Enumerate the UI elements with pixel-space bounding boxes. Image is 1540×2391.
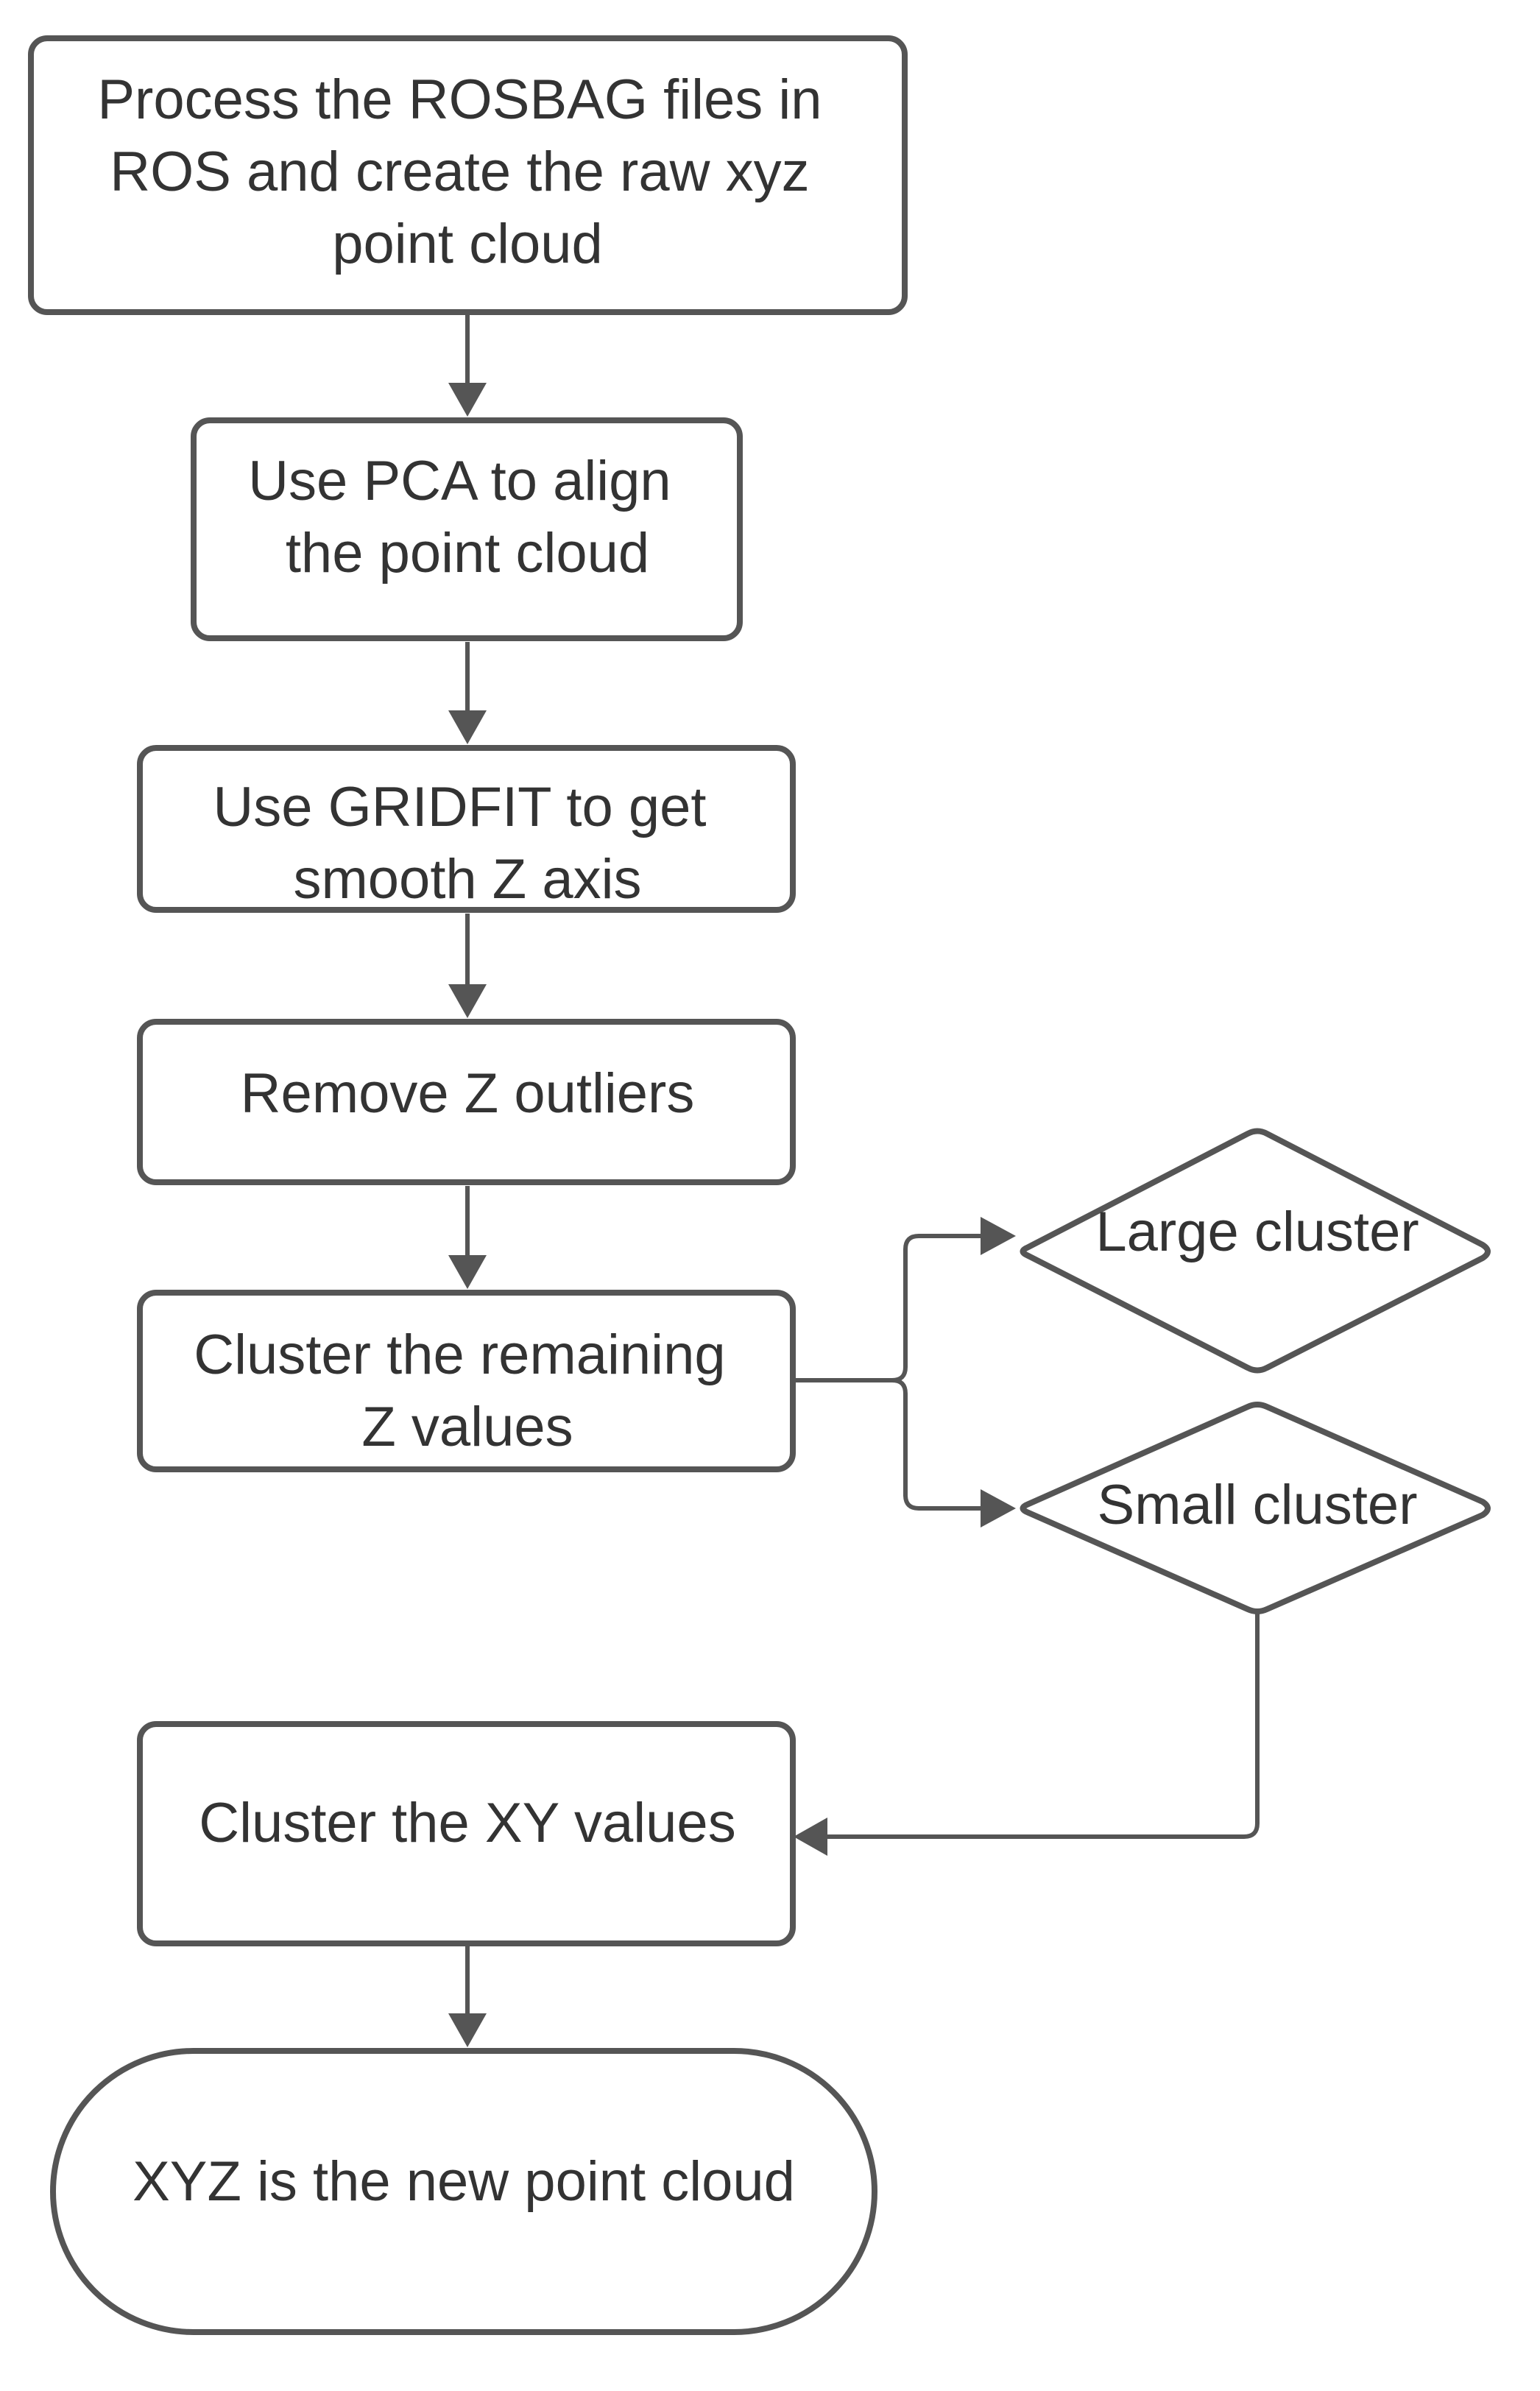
node-remove-outliers: Remove Z outliers <box>137 1019 796 1185</box>
node-cluster-z-box <box>137 1290 796 1472</box>
edge-cluster-z-to-small <box>891 1378 997 1511</box>
node-gridfit-box <box>137 745 796 913</box>
node-new-point-cloud: XYZ is the new point cloud <box>50 2048 877 2335</box>
node-cluster-xy-box <box>137 1721 796 1946</box>
node-new-point-cloud-terminator <box>50 2048 877 2335</box>
node-large-cluster: Large cluster <box>1020 1128 1491 1374</box>
node-gridfit-text: Use GRIDFIT to get smooth Z axis <box>213 776 721 911</box>
node-process-rosbag-box <box>28 35 908 315</box>
arrowhead-process-to-pca <box>448 383 487 417</box>
edge-small-to-cluster-xy <box>810 1614 1260 1839</box>
arrowhead-gridfit-to-outliers <box>448 984 487 1018</box>
arrowhead-outliers-to-cluster-z <box>448 1255 487 1289</box>
node-remove-outliers-box <box>137 1019 796 1185</box>
node-small-cluster-text: Small cluster <box>1098 1474 1418 1536</box>
node-small-cluster: Small cluster <box>1020 1402 1491 1614</box>
arrowhead-cluster-xy-to-terminator <box>448 2013 487 2047</box>
node-remove-outliers-text: Remove Z outliers <box>241 1062 695 1125</box>
node-large-cluster-text: Large cluster <box>1095 1201 1419 1263</box>
arrowhead-small-to-cluster-xy <box>794 1818 827 1856</box>
node-cluster-z: Cluster the remaining Z values <box>137 1290 796 1472</box>
edges <box>448 314 1260 2047</box>
node-cluster-z-text: Cluster the remaining Z values <box>194 1324 741 1458</box>
node-cluster-xy-text: Cluster the XY values <box>199 1792 735 1854</box>
node-pca-align-box <box>191 417 743 641</box>
node-small-cluster-diamond <box>1020 1402 1491 1614</box>
node-gridfit: Use GRIDFIT to get smooth Z axis <box>137 745 796 913</box>
arrowhead-pca-to-gridfit <box>448 710 487 744</box>
node-new-point-cloud-text: XYZ is the new point cloud <box>133 2150 795 2213</box>
arrowhead-cluster-z-to-small <box>981 1489 1016 1528</box>
node-pca-align: Use PCA to align the point cloud <box>191 417 743 641</box>
node-pca-align-text: Use PCA to align the point cloud <box>248 450 687 584</box>
arrowhead-cluster-z-to-large <box>981 1217 1016 1255</box>
node-process-rosbag-text: Process the ROSBAG files in ROS and crea… <box>97 68 837 275</box>
node-cluster-xy: Cluster the XY values <box>137 1721 796 1946</box>
edge-cluster-z-to-large <box>793 1234 997 1382</box>
node-large-cluster-diamond <box>1020 1128 1491 1374</box>
node-process-rosbag: Process the ROSBAG files in ROS and crea… <box>28 35 908 315</box>
